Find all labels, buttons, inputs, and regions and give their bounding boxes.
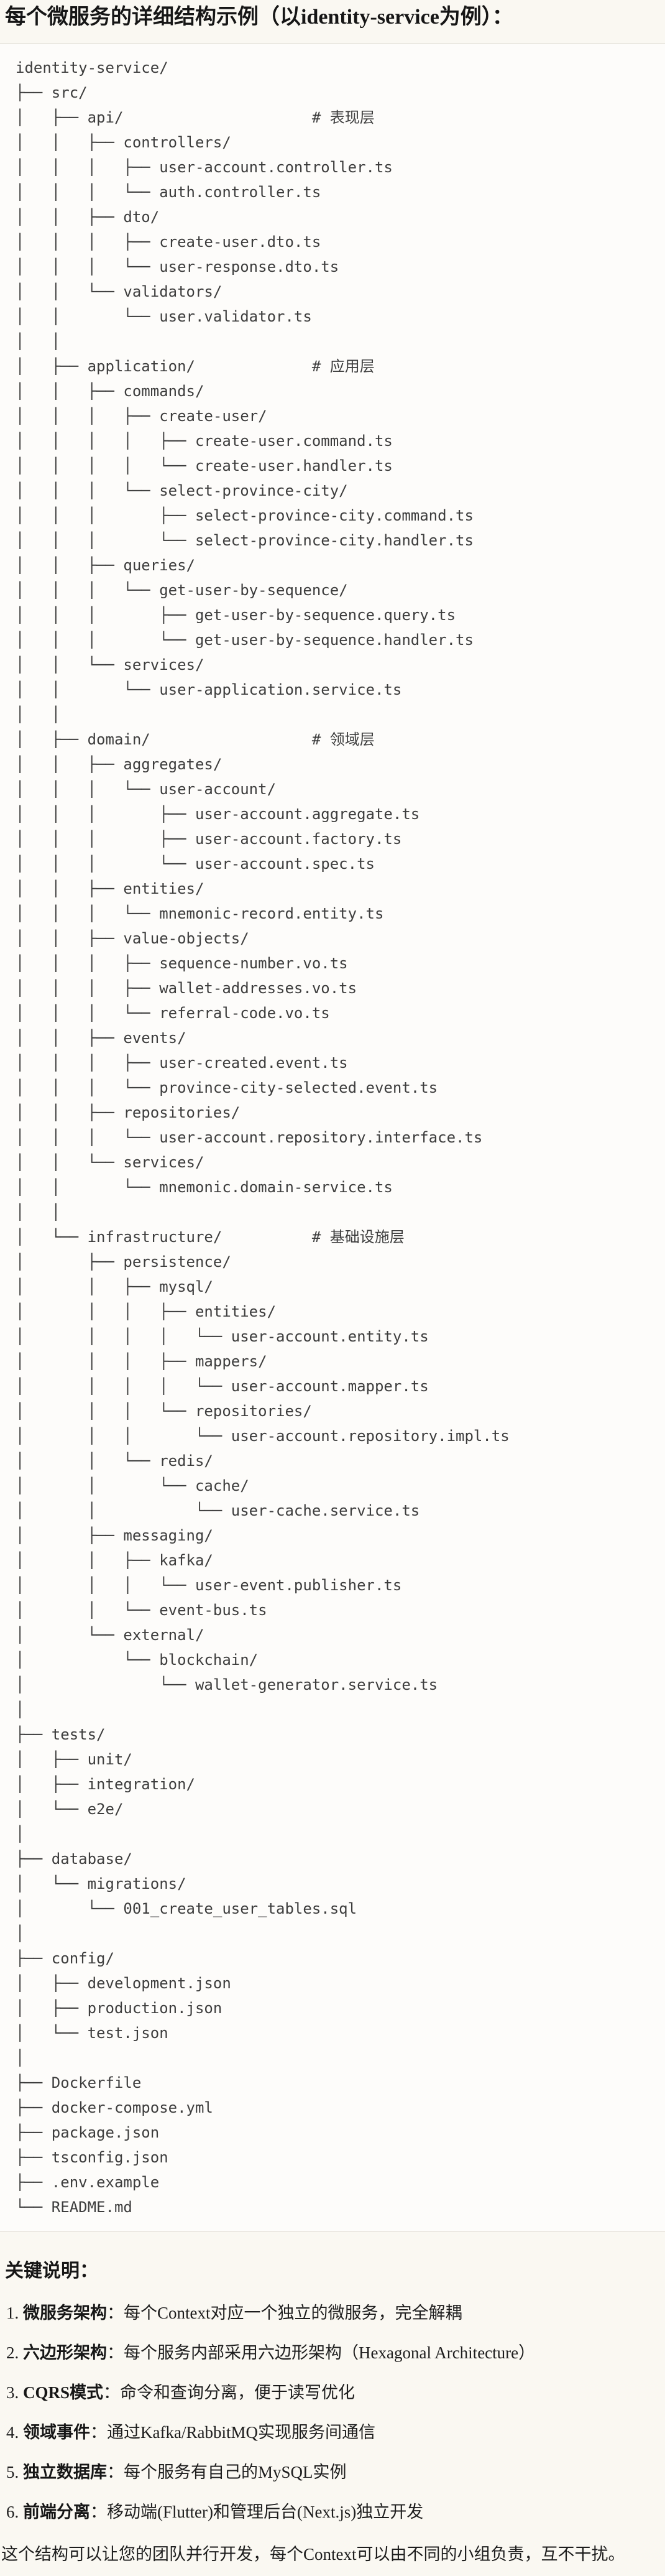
file-tree: identity-service/ ├── src/ │ ├── api/ # … [16, 59, 510, 2216]
page-title: 每个微服务的详细结构示例（以identity-service为例）： [5, 6, 513, 29]
note-item-term: 领域事件 [23, 2423, 90, 2442]
closing-paragraph: 这个结构可以让您的团队并行开发，每个Context可以由不同的小组负责，互不干扰… [1, 2545, 625, 2564]
note-item-description: 通过Kafka/RabbitMQ实现服务间通信 [107, 2423, 375, 2442]
note-item-number: 5. [6, 2463, 23, 2481]
note-item-number: 6. [6, 2503, 23, 2521]
note-item-number: 1. [6, 2304, 23, 2322]
note-item-number: 3. [6, 2383, 23, 2402]
note-item-number: 4. [6, 2423, 23, 2442]
note-item-separator: ： [90, 2503, 107, 2521]
note-item-term: CQRS模式 [23, 2383, 104, 2402]
note-item: 2. 六边形架构：每个服务内部采用六边形架构（Hexagonal Archite… [6, 2342, 665, 2363]
note-item-separator: ： [107, 2463, 124, 2481]
note-item-description: 移动端(Flutter)和管理后台(Next.js)独立开发 [107, 2503, 424, 2521]
note-item: 4. 领域事件：通过Kafka/RabbitMQ实现服务间通信 [6, 2422, 665, 2443]
note-item: 3. CQRS模式：命令和查询分离，便于读写优化 [6, 2382, 665, 2403]
note-item: 5. 独立数据库：每个服务有自己的MySQL实例 [6, 2462, 665, 2483]
note-item-description: 每个服务内部采用六边形架构（Hexagonal Architecture） [124, 2343, 536, 2362]
note-item-term: 微服务架构 [23, 2304, 107, 2322]
note-item-separator: ： [107, 2304, 124, 2322]
note-item-number: 2. [6, 2343, 23, 2362]
file-tree-codeblock: identity-service/ ├── src/ │ ├── api/ # … [0, 44, 665, 2231]
note-item-separator: ： [90, 2423, 107, 2442]
note-item-separator: ： [103, 2383, 121, 2402]
note-item-description: 命令和查询分离，便于读写优化 [120, 2383, 355, 2402]
note-item-term: 前端分离 [23, 2503, 90, 2521]
note-item-description: 每个服务有自己的MySQL实例 [124, 2463, 347, 2481]
note-item-separator: ： [107, 2343, 124, 2362]
notes-title: 关键说明： [5, 2261, 98, 2281]
note-item-description: 每个Context对应一个独立的微服务，完全解耦 [124, 2304, 462, 2322]
note-item: 1. 微服务架构：每个Context对应一个独立的微服务，完全解耦 [6, 2302, 665, 2323]
note-item: 6. 前端分离：移动端(Flutter)和管理后台(Next.js)独立开发 [6, 2501, 665, 2523]
note-item-term: 独立数据库 [23, 2463, 107, 2481]
note-item-term: 六边形架构 [23, 2343, 107, 2362]
